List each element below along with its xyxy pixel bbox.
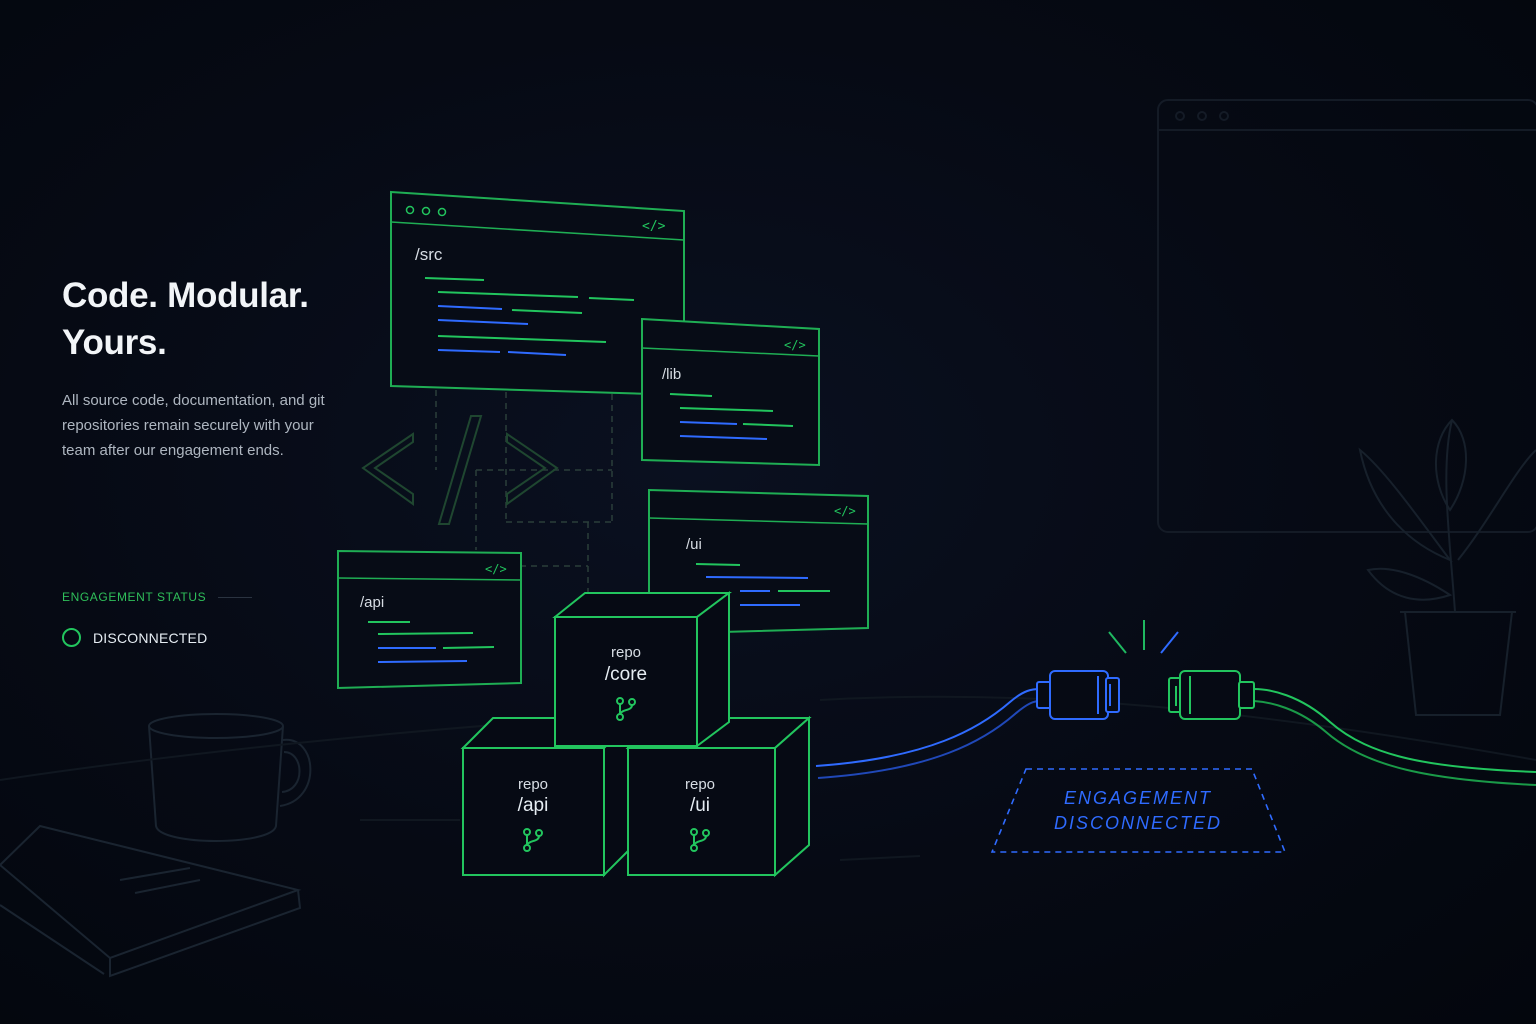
repo-path-label: /ui — [690, 795, 710, 816]
repo-cube-api — [460, 715, 637, 878]
code-tag-icon: </> — [834, 504, 856, 518]
hero-title-line-1: Code. Modular. — [62, 276, 309, 315]
code-lines — [368, 621, 495, 663]
disconnected-sign: ENGAGEMENT DISCONNECTED — [990, 768, 1287, 853]
hero-title-line-2: Yours. — [62, 323, 167, 362]
window-path-label: /lib — [662, 366, 681, 383]
spark-icon — [1108, 620, 1145, 654]
code-tag-icon: </> — [642, 219, 666, 234]
code-lines — [669, 393, 794, 440]
engagement-status: ENGAGEMENT STATUS DISCONNECTED — [62, 590, 322, 647]
repo-kind-label: repo — [611, 644, 641, 661]
status-row: DISCONNECTED — [62, 628, 322, 647]
window-path-label: /ui — [686, 536, 702, 553]
status-label: ENGAGEMENT STATUS — [62, 590, 207, 604]
sign-line-1: ENGAGEMENT — [1064, 788, 1212, 808]
cables — [815, 688, 1536, 786]
window-dot-icon — [421, 206, 431, 216]
code-lines — [424, 277, 635, 356]
background-monitor — [1157, 99, 1536, 533]
dashed-connectors — [435, 390, 613, 592]
sign-line-2: DISCONNECTED — [1054, 813, 1222, 833]
code-lines — [695, 563, 830, 606]
book-illustration — [0, 824, 302, 978]
window-lib: </> /lib — [641, 317, 820, 467]
hero-description: All source code, documentation, and git … — [62, 392, 325, 459]
status-divider — [218, 596, 253, 598]
repo-kind-label: repo — [518, 776, 548, 793]
git-branch-icon — [690, 828, 710, 852]
code-brackets-icon — [361, 415, 559, 525]
status-indicator-icon — [62, 628, 81, 647]
status-value: DISCONNECTED — [93, 629, 208, 646]
code-tag-icon: </> — [784, 338, 806, 352]
window-path-label: /src — [415, 245, 443, 264]
hero-section: Code. Modular. Yours. All source code, d… — [62, 272, 362, 478]
plug-left-icon — [1036, 670, 1120, 720]
window-src: </> /src — [390, 190, 685, 397]
repo-kind-label: repo — [685, 776, 715, 793]
code-tag-icon: </> — [485, 562, 507, 576]
status-header: ENGAGEMENT STATUS — [62, 590, 322, 604]
repo-cube-ui — [625, 715, 812, 878]
plant-illustration — [1358, 418, 1536, 716]
repo-path-label: /core — [605, 664, 647, 685]
git-branch-icon — [523, 828, 543, 852]
repo-cube-core — [552, 591, 732, 748]
hero-title: Code. Modular. Yours. — [62, 272, 362, 366]
git-branch-icon — [616, 697, 636, 721]
plug-right-icon — [1168, 670, 1255, 720]
coffee-mug-illustration — [148, 713, 312, 842]
window-dot-icon — [405, 205, 415, 215]
repo-path-label: /api — [518, 795, 549, 816]
window-api: </> /api — [337, 549, 522, 690]
window-path-label: /api — [360, 594, 384, 611]
spark-icon — [1160, 631, 1179, 654]
window-dot-icon — [437, 207, 447, 217]
